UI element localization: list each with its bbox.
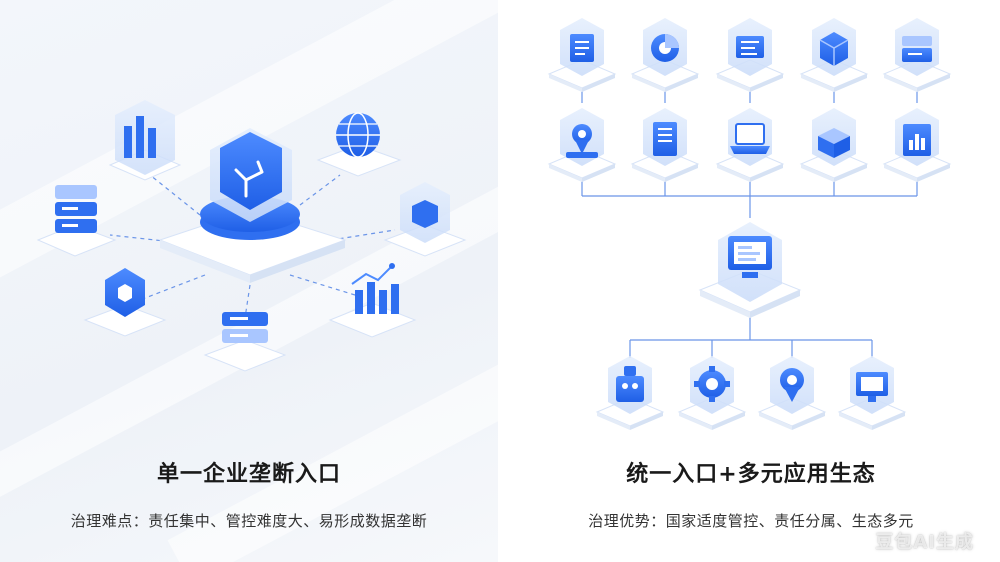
growth-chart-icon <box>328 263 417 338</box>
database-icon <box>203 312 287 372</box>
cube-icon <box>800 17 868 93</box>
bar-chart-icon <box>108 100 182 181</box>
monitor-icon <box>838 355 906 431</box>
building-icon <box>631 107 699 183</box>
right-title: 统一入口+多元应用生态 <box>626 462 876 487</box>
pie-chart-icon <box>631 17 699 93</box>
shield-hub-icon <box>158 128 347 283</box>
centralized-diagram <box>36 100 467 372</box>
globe-icon <box>316 112 402 177</box>
cube-icon <box>383 182 467 257</box>
server-icon <box>883 17 951 93</box>
gear-icon <box>678 355 746 431</box>
watermark: 豆包AI生成 <box>875 532 974 553</box>
hexagon-shield-icon <box>83 268 167 337</box>
robot-icon <box>596 355 664 431</box>
panel-divider <box>498 0 502 562</box>
box-icon <box>800 107 868 183</box>
document-icon <box>548 17 616 93</box>
left-panel: 单一企业垄断入口 治理难点：责任集中、管控难度大、易形成数据垄断 <box>0 0 498 562</box>
monitor-portal-icon <box>698 222 802 318</box>
location-pin-icon <box>548 107 616 183</box>
right-subtitle: 治理优势：国家适度管控、责任分属、生态多元 <box>588 512 914 530</box>
form-icon <box>716 17 784 93</box>
ecosystem-diagram <box>548 17 951 431</box>
tree-connectors <box>581 83 918 358</box>
laptop-icon <box>716 107 784 183</box>
right-panel: 统一入口+多元应用生态 治理优势：国家适度管控、责任分属、生态多元 <box>502 0 1000 562</box>
location-icon <box>758 355 826 431</box>
left-subtitle: 治理难点：责任集中、管控难度大、易形成数据垄断 <box>70 512 428 530</box>
bar-chart-icon <box>883 107 951 183</box>
server-stack-icon <box>36 185 117 257</box>
left-title: 单一企业垄断入口 <box>156 462 341 487</box>
